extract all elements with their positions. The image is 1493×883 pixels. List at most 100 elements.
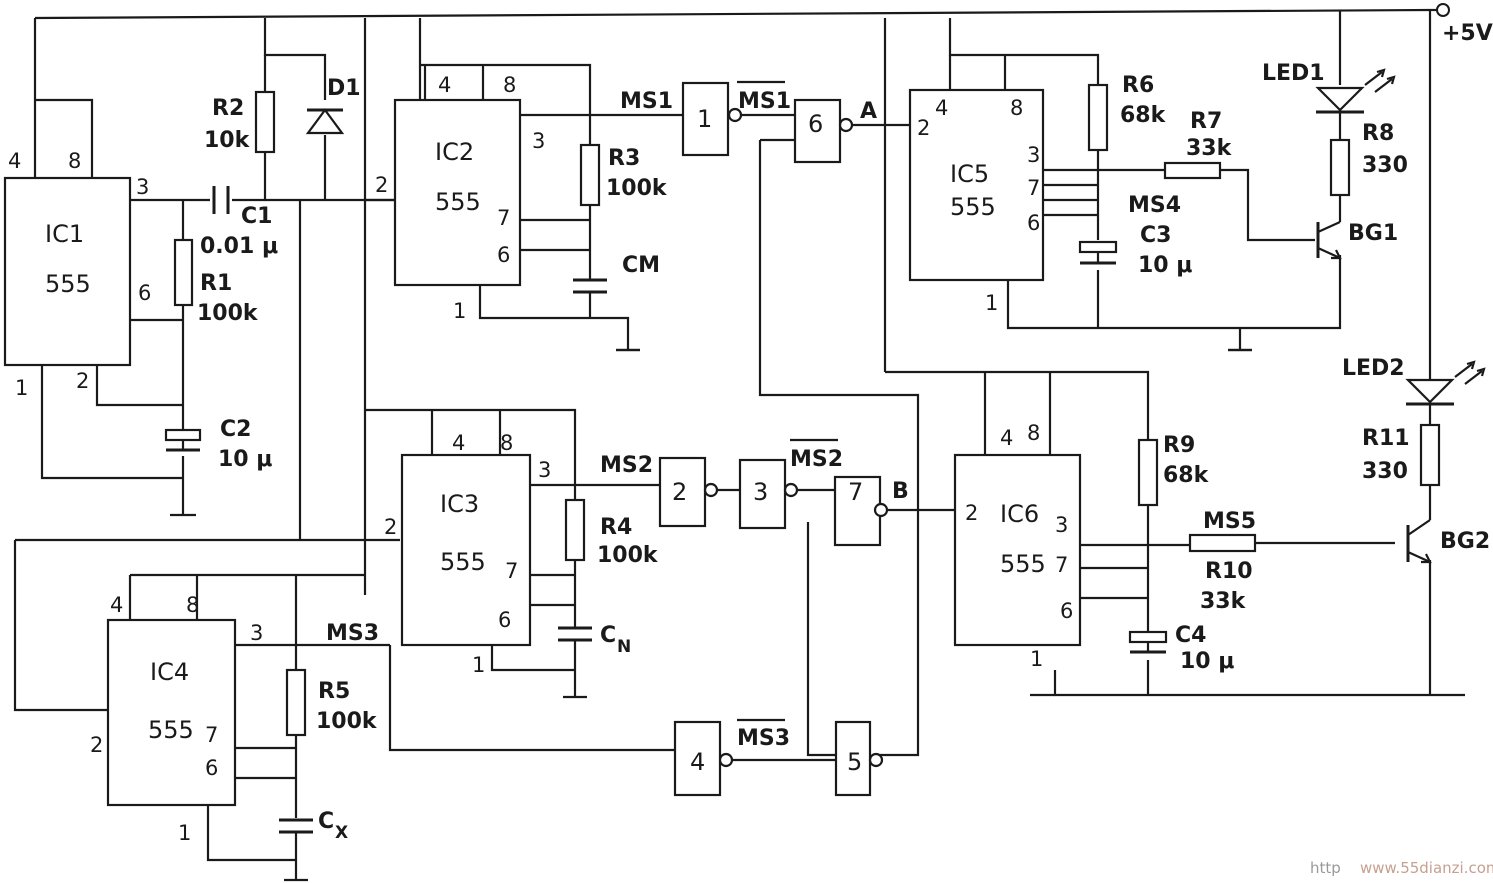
ic3-pin6: 6 — [498, 608, 511, 632]
ic1-pin2: 2 — [76, 369, 89, 393]
ic1-pin6: 6 — [138, 281, 151, 305]
ic5-pin1: 1 — [985, 291, 998, 315]
gate-3-label: 3 — [753, 478, 768, 506]
ic4-pin6: 6 — [205, 756, 218, 780]
ic4-pin2: 2 — [90, 733, 103, 757]
gate-1: 1 — [681, 81, 743, 157]
ic4-pin4: 4 — [110, 593, 123, 617]
ic2-pin4: 4 — [438, 73, 451, 97]
wires — [13, 8, 1465, 882]
r10-value: 33k — [1200, 589, 1247, 614]
ic2-name: IC2 — [435, 138, 474, 166]
signal-ms2-bar: MS2 — [790, 447, 843, 472]
ic1-pin4: 4 — [8, 149, 21, 173]
transistor-bg1: BG1 — [1316, 220, 1398, 260]
ic1-pin1: 1 — [15, 376, 28, 400]
ic3-name: IC3 — [440, 490, 479, 518]
ic6: IC6 555 4 8 3 7 6 2 1 — [953, 421, 1082, 671]
ic4-pin1: 1 — [178, 821, 191, 845]
signal-labels: MS1 MS1 A MS2 MS2 B MS3 MS3 MS4 MS5 — [326, 80, 1256, 751]
c1-value: 0.01 μ — [200, 234, 278, 259]
cn-name: C — [600, 623, 616, 648]
ic6-pin7: 7 — [1055, 553, 1068, 577]
gate-7: 7 — [833, 475, 889, 547]
gate-6-label: 6 — [808, 110, 823, 138]
ic6-pin6: 6 — [1060, 599, 1073, 623]
gate-5: 5 — [834, 720, 884, 797]
c4-name: C4 — [1175, 623, 1206, 648]
r5-name: R5 — [318, 679, 350, 704]
ic3-pin4: 4 — [452, 431, 465, 455]
ic5-pin4: 4 — [935, 96, 948, 120]
signal-ms2: MS2 — [600, 453, 653, 478]
r2-value: 10k — [204, 128, 251, 153]
signal-ms1: MS1 — [620, 89, 673, 114]
ic5-pin3: 3 — [1027, 143, 1040, 167]
ic6-pin8: 8 — [1027, 421, 1040, 445]
ic5-type: 555 — [950, 193, 996, 221]
c3-value: 10 μ — [1138, 253, 1192, 278]
led1-name: LED1 — [1262, 61, 1325, 86]
ic5-pin2: 2 — [917, 116, 930, 140]
ic5-pin8: 8 — [1010, 96, 1023, 120]
r1-name: R1 — [200, 271, 232, 296]
gate-2: 2 — [658, 456, 719, 528]
resistor-r4: R4 100k — [564, 498, 659, 568]
gate-7-label: 7 — [848, 478, 863, 506]
gate-3: 3 — [738, 458, 799, 530]
bg1-name: BG1 — [1348, 221, 1398, 246]
signal-ms4: MS4 — [1128, 193, 1181, 218]
r1-value: 100k — [197, 301, 259, 326]
signal-ms5: MS5 — [1203, 509, 1256, 534]
gate-4-label: 4 — [690, 748, 705, 776]
capacitor-cx: C X — [279, 809, 348, 843]
node-b: B — [892, 479, 909, 504]
diode-d1: D1 — [305, 76, 361, 135]
resistor-r1: R1 100k — [173, 238, 259, 326]
led-led2: LED2 — [1342, 356, 1486, 406]
r4-name: R4 — [600, 515, 632, 540]
signal-ms1-bar: MS1 — [738, 89, 791, 114]
r6-value: 68k — [1120, 103, 1167, 128]
supply-label: +5V — [1442, 21, 1493, 46]
bg2-name: BG2 — [1440, 529, 1490, 554]
ic1-pin8: 8 — [68, 149, 81, 173]
capacitor-c4: C4 10 μ — [1128, 623, 1234, 674]
signal-ms3-bar: MS3 — [737, 726, 790, 751]
ic2-pin6: 6 — [497, 243, 510, 267]
ic2-pin7: 7 — [497, 206, 510, 230]
resistor-r10: R10 33k — [1188, 533, 1257, 614]
ic6-pin3: 3 — [1055, 513, 1068, 537]
ic3-pin2: 2 — [384, 515, 397, 539]
r3-name: R3 — [608, 146, 640, 171]
r10-name: R10 — [1205, 559, 1253, 584]
resistor-r5: R5 100k — [285, 668, 378, 737]
resistor-r11: R11 330 — [1362, 423, 1441, 487]
ic1-type: 555 — [45, 270, 91, 298]
r7-value: 33k — [1186, 136, 1233, 161]
c1-name: C1 — [241, 204, 272, 229]
ic3-pin8: 8 — [500, 431, 513, 455]
r9-name: R9 — [1163, 433, 1195, 458]
ic6-pin2: 2 — [965, 501, 978, 525]
c2-value: 10 μ — [218, 447, 272, 472]
watermark: http www.55dianzi.com — [1310, 859, 1493, 877]
c2-name: C2 — [220, 417, 251, 442]
ic1-name: IC1 — [45, 220, 84, 248]
ic2-pin3: 3 — [532, 129, 545, 153]
ic4-pin3: 3 — [250, 621, 263, 645]
cx-name: C — [318, 809, 334, 834]
ic3-pin1: 1 — [472, 653, 485, 677]
capacitor-c3: C3 10 μ — [1078, 223, 1192, 278]
c4-value: 10 μ — [1180, 649, 1234, 674]
capacitor-cn: C N — [558, 623, 631, 657]
ic5-name: IC5 — [950, 160, 989, 188]
ic4-pin8: 8 — [186, 593, 199, 617]
resistor-r9: R9 68k — [1137, 433, 1210, 507]
ic3-pin7: 7 — [505, 559, 518, 583]
node-a: A — [860, 99, 877, 124]
gate-1-label: 1 — [697, 105, 712, 133]
signal-ms3: MS3 — [326, 621, 379, 646]
r9-value: 68k — [1163, 463, 1210, 488]
ic4-type: 555 — [148, 716, 194, 744]
